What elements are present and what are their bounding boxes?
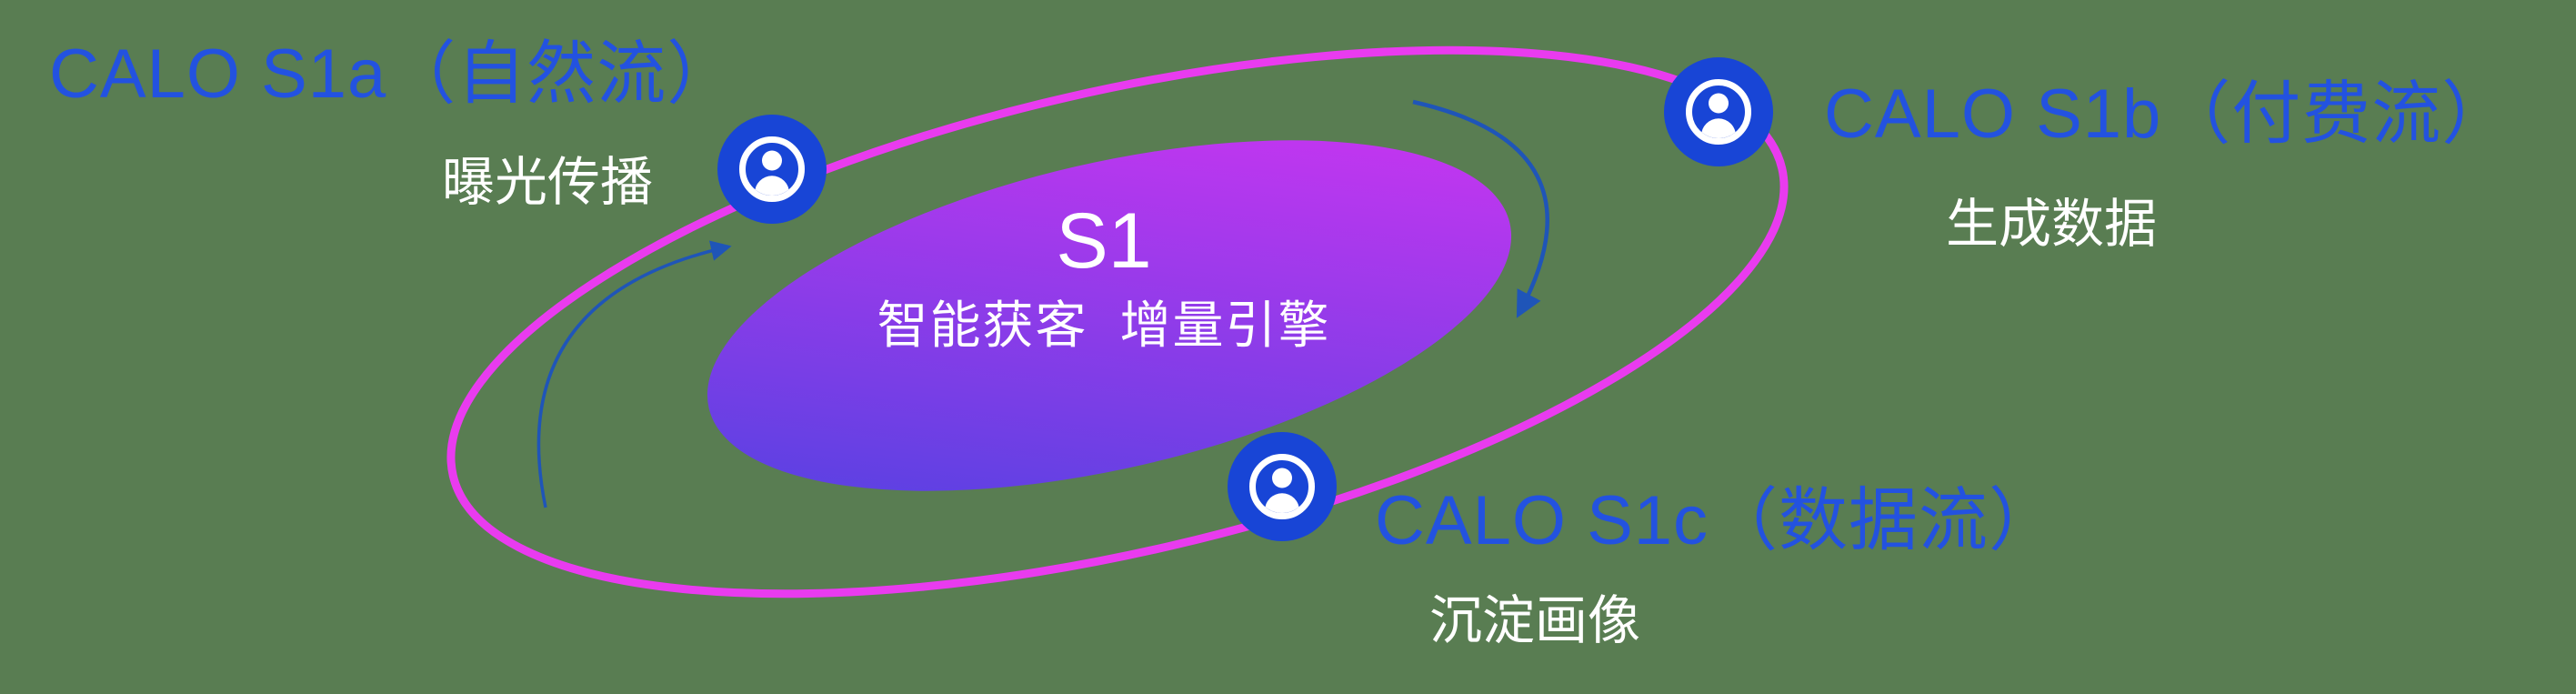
label-s1a: CALO S1a（自然流） [49,35,737,113]
node-s1c [1228,432,1337,541]
core-ellipse [707,140,1512,491]
node-s1b [1664,57,1773,166]
label-s1c: CALO S1c（数据流） [1375,482,2060,559]
user-icon [1664,57,1773,166]
label-s1b: CALO S1b（付费流） [1824,75,2512,153]
sublabel-s1b: 生成数据 [1946,195,2158,254]
core-title: S1 [1056,197,1152,285]
user-icon [717,115,827,224]
flow-arrow-right [1412,99,1549,318]
user-icon [1228,432,1337,541]
orbit-ring [446,45,1789,598]
core-subtitle: 智能获客 增量引擎 [877,297,1331,354]
core-text: S1 智能获客 增量引擎 [831,202,1377,351]
node-s1a [717,115,827,224]
sublabel-s1a: 曝光传播 [442,153,654,212]
sublabel-s1c: 沉淀画像 [1429,591,1641,650]
flow-arrow-left [536,240,732,508]
